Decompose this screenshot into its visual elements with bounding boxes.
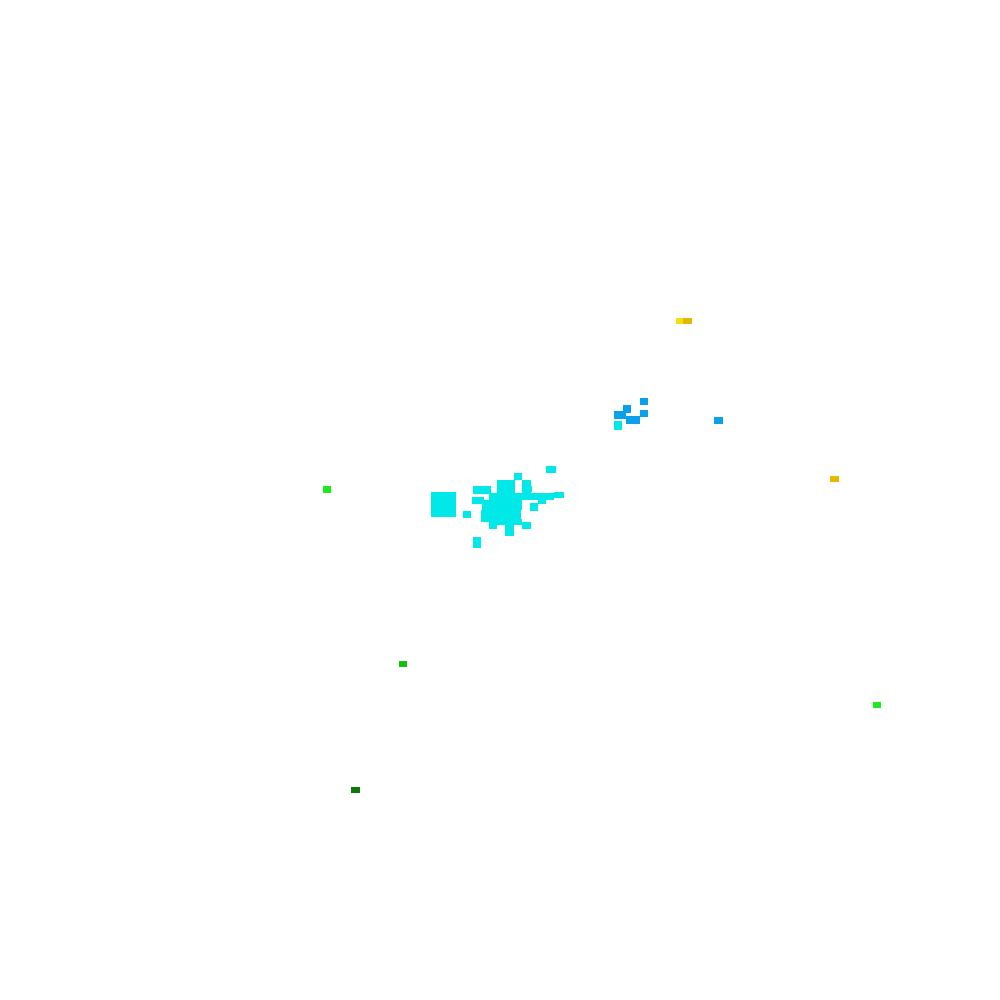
blue-pixel [714, 417, 723, 424]
blue-pixel [614, 411, 626, 419]
blue-pixel [640, 398, 648, 405]
cyan-pixel [514, 473, 522, 480]
cyan-pixel [538, 497, 546, 504]
cyan-pixel [431, 492, 456, 517]
cyan-pixel [473, 537, 481, 548]
blue-pixel [626, 416, 640, 424]
cyan-pixel [497, 519, 522, 525]
cyan-pixel [526, 486, 532, 492]
cyan-pixel [497, 480, 515, 494]
cyan-pixel [614, 421, 622, 430]
cyan-pixel [489, 519, 497, 529]
cyan-pixel [554, 492, 564, 498]
cyan-pixel [463, 511, 471, 518]
green-pixel [323, 486, 331, 493]
cyan-pixel [472, 497, 484, 504]
gold-pixel [830, 476, 839, 482]
pixel-group [323, 318, 881, 793]
cyan-pixel [505, 525, 514, 536]
dark-green-pixel [351, 787, 360, 793]
blue-pixel [623, 405, 631, 413]
green-pixel [399, 661, 407, 667]
cyan-pixel [473, 486, 491, 494]
cyan-pixel [546, 466, 556, 473]
green-pixel [873, 702, 881, 708]
cyan-pixel [489, 493, 554, 500]
blue-pixel [640, 410, 648, 417]
cyan-pixel [530, 503, 538, 511]
gold-pixel [683, 318, 692, 324]
yellow-pixel [676, 318, 684, 324]
cyan-pixel [522, 522, 531, 529]
